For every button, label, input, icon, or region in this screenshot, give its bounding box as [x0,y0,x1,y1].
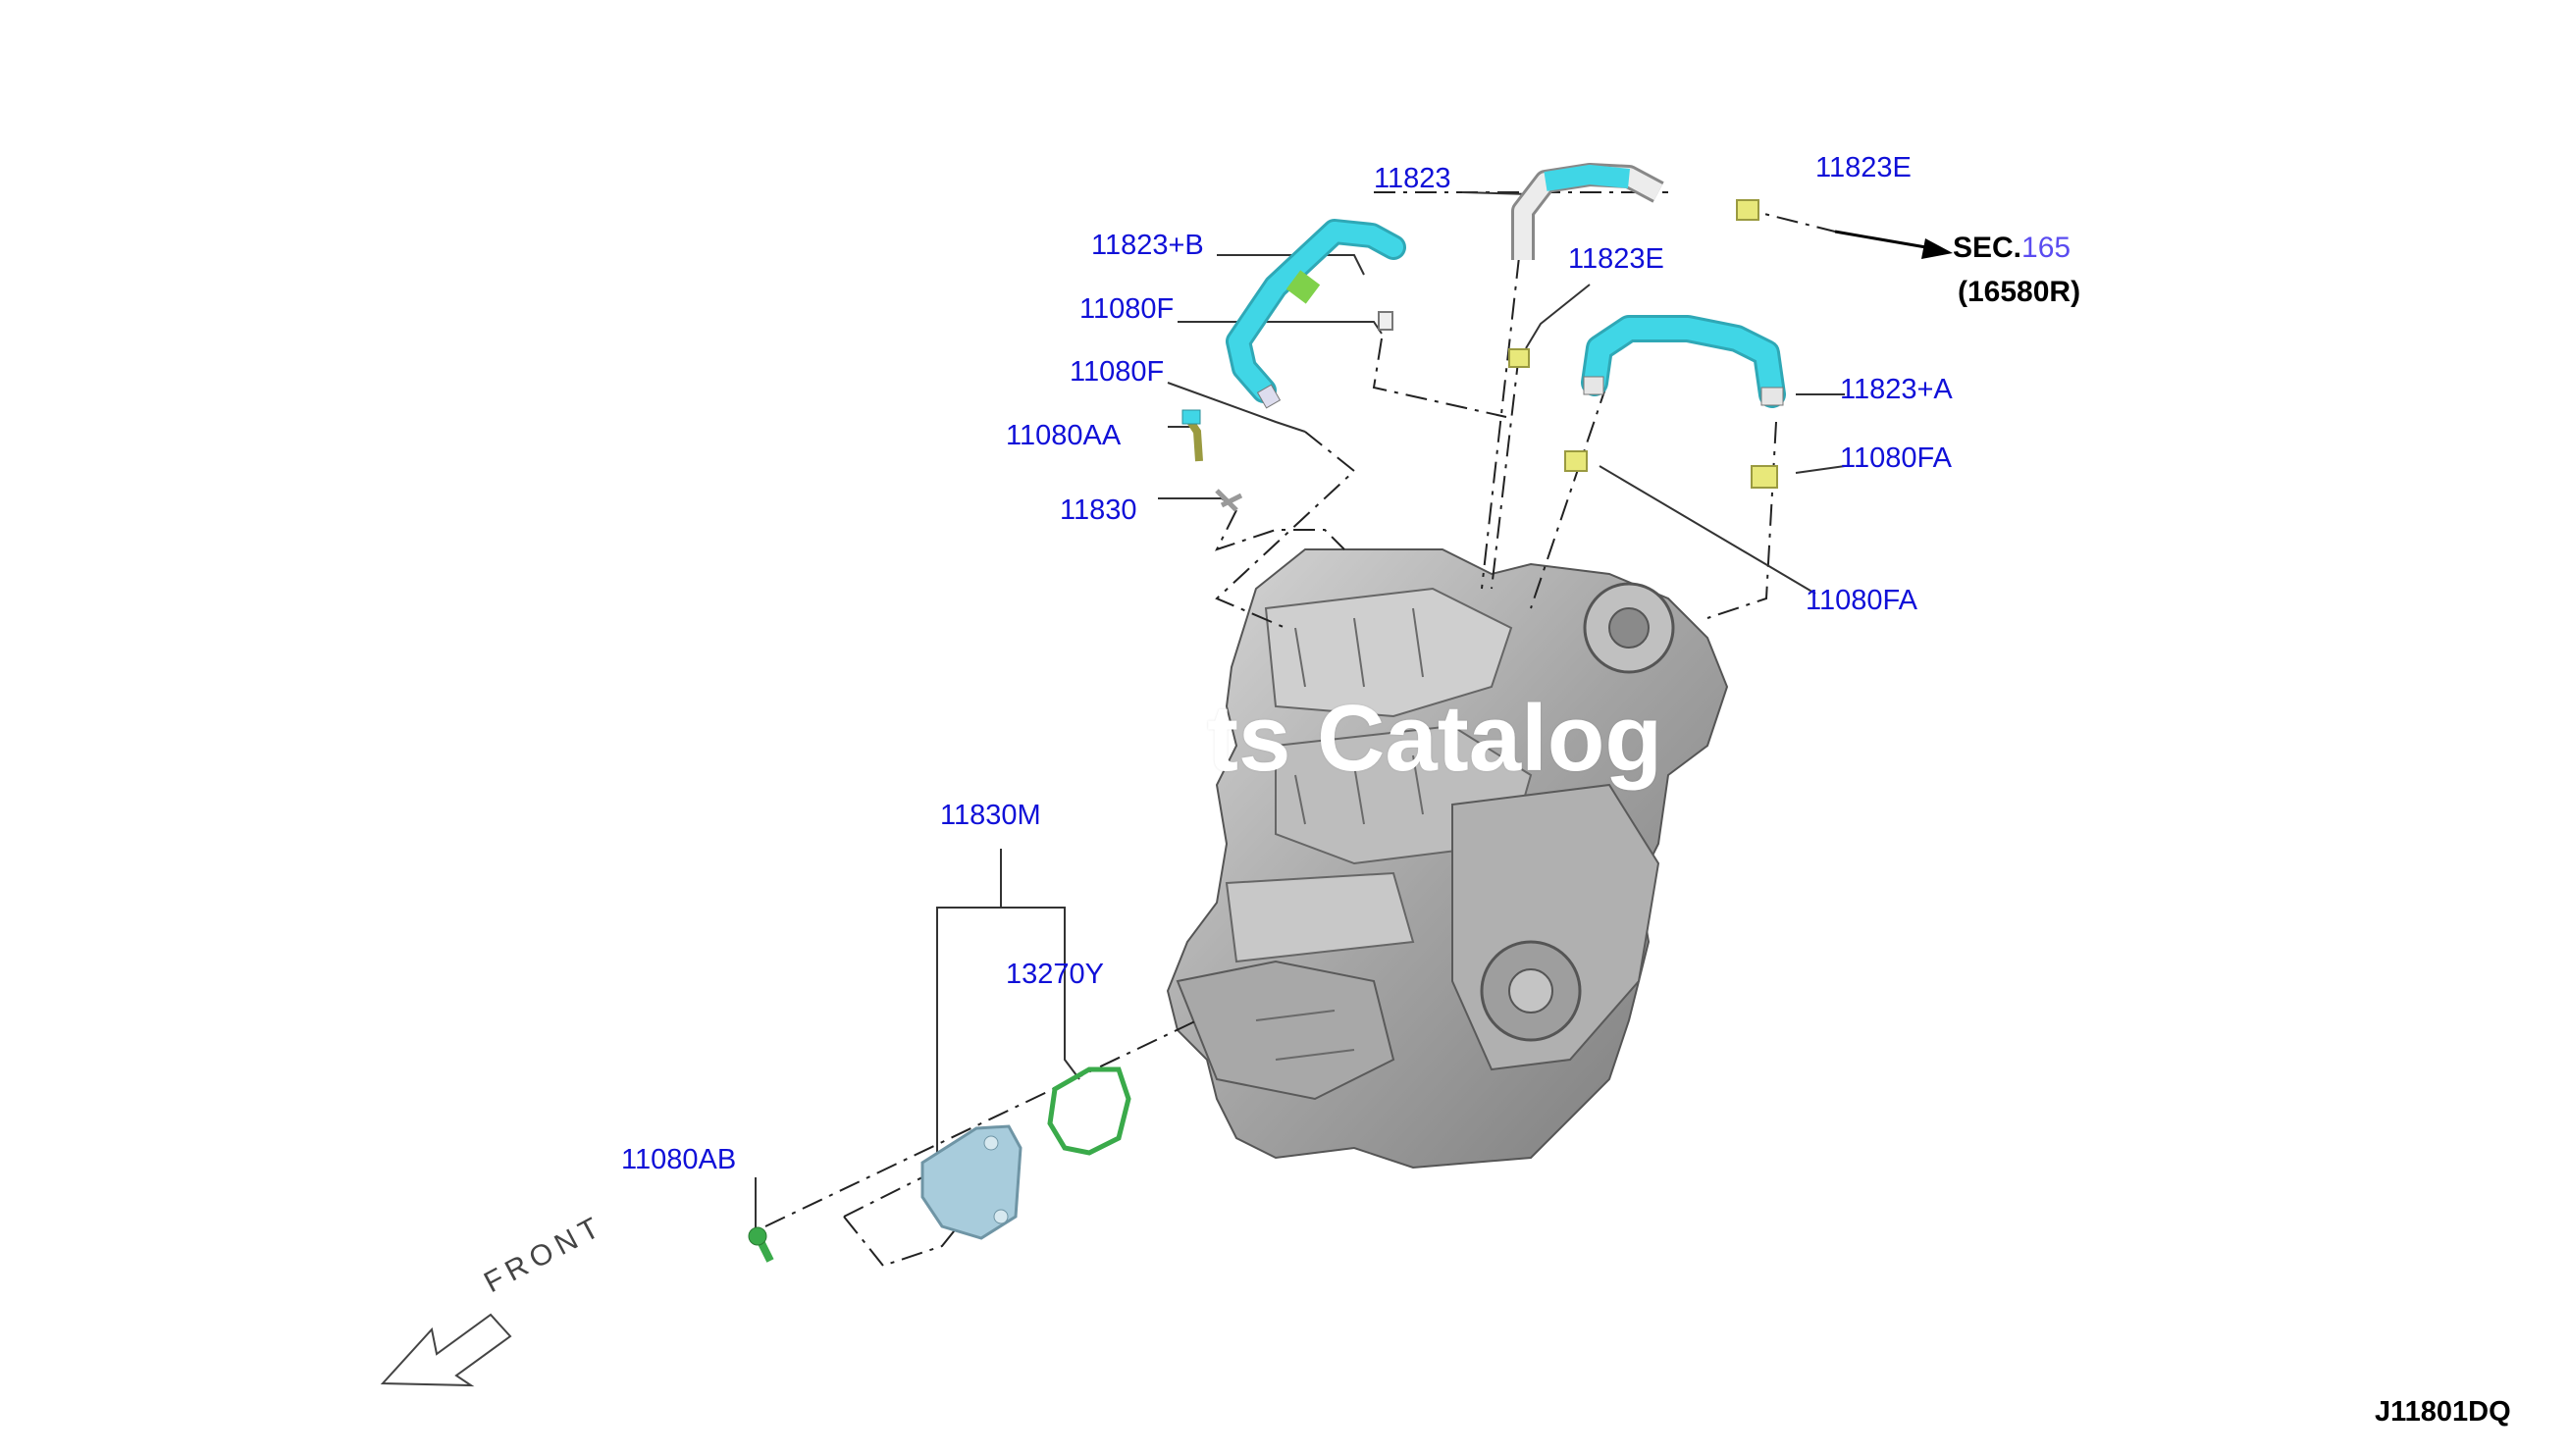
label-11830m[interactable]: 11830M [940,800,1041,831]
label-11080fa-2[interactable]: 11080FA [1806,585,1917,616]
clamp-11823e-top [1736,199,1759,221]
label-13270y[interactable]: 13270Y [1006,959,1104,990]
gasket-13270y[interactable] [1047,1066,1131,1156]
clamps[interactable] [1181,199,1778,512]
clamp-11080fa-1 [1564,450,1588,472]
label-11080ab[interactable]: 11080AB [621,1144,737,1175]
label-11080aa[interactable]: 11080AA [1006,420,1122,451]
clamp-11823e-mid [1508,348,1530,368]
bolt-11080ab[interactable] [748,1226,774,1263]
sec-subref: (16580R) [1958,276,2081,308]
hose-11823-b[interactable] [1226,219,1406,409]
label-11080fa-1[interactable]: 11080FA [1840,442,1952,474]
label-11823[interactable]: 11823 [1374,163,1451,194]
label-11823e-mid[interactable]: 11823E [1568,243,1664,275]
watermark-text: ts Catalog [1207,686,1663,791]
front-arrow-icon [380,1313,512,1387]
label-11823e-top[interactable]: 11823E [1815,152,1912,183]
label-11830[interactable]: 11830 [1060,494,1137,526]
label-11080f-2[interactable]: 11080F [1070,356,1165,388]
bracket-11830 [1215,489,1243,512]
diagram-code: J11801DQ [2375,1396,2511,1428]
engine-assembly [1166,548,1729,1170]
sec-reference[interactable]: SEC.165 [1953,234,2071,263]
cover-plate-11830m[interactable] [920,1124,1023,1240]
label-11823-a[interactable]: 11823+A [1840,374,1953,405]
sec-number[interactable]: 165 [2021,232,2072,264]
sec-arrow [1834,230,1953,259]
clamp-11080fa-2 [1751,465,1778,489]
label-11080f-1[interactable]: 11080F [1079,293,1175,325]
bolt-11080aa [1181,409,1201,425]
sec-prefix: SEC. [1953,232,2022,264]
clip-11080f [1378,311,1393,331]
hose-11823-a[interactable] [1581,315,1786,408]
hose-11823[interactable] [1511,163,1664,260]
label-11823-b[interactable]: 11823+B [1091,230,1204,261]
